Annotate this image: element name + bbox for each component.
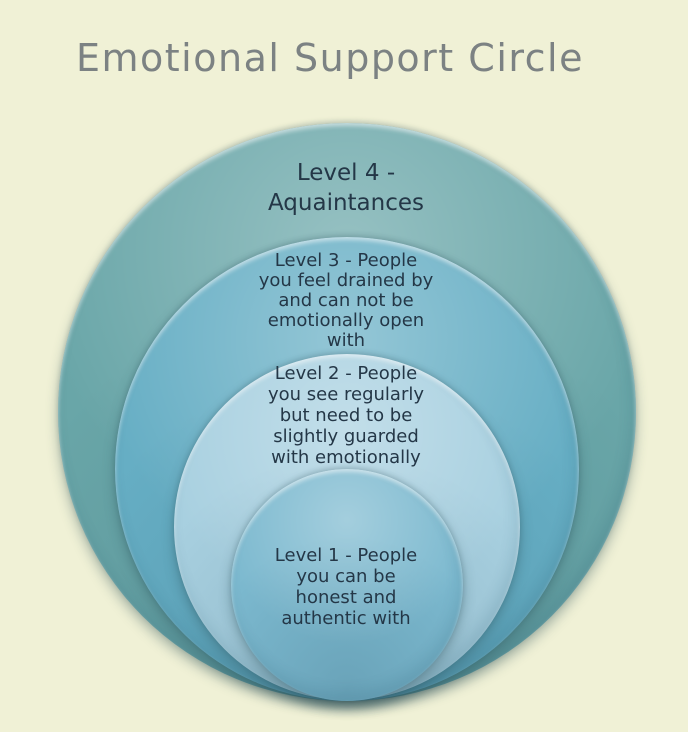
label-level-3: Level 3 - People you feel drained by and… <box>258 250 434 351</box>
label-level-1: Level 1 - People you can be honest and a… <box>274 545 418 629</box>
label-level-2: Level 2 - People you see regularly but n… <box>267 363 425 468</box>
circle-level-1 <box>231 469 463 701</box>
page-title: Emotional Support Circle <box>76 36 584 80</box>
label-level-4: Level 4 - Aquaintances <box>267 160 425 216</box>
